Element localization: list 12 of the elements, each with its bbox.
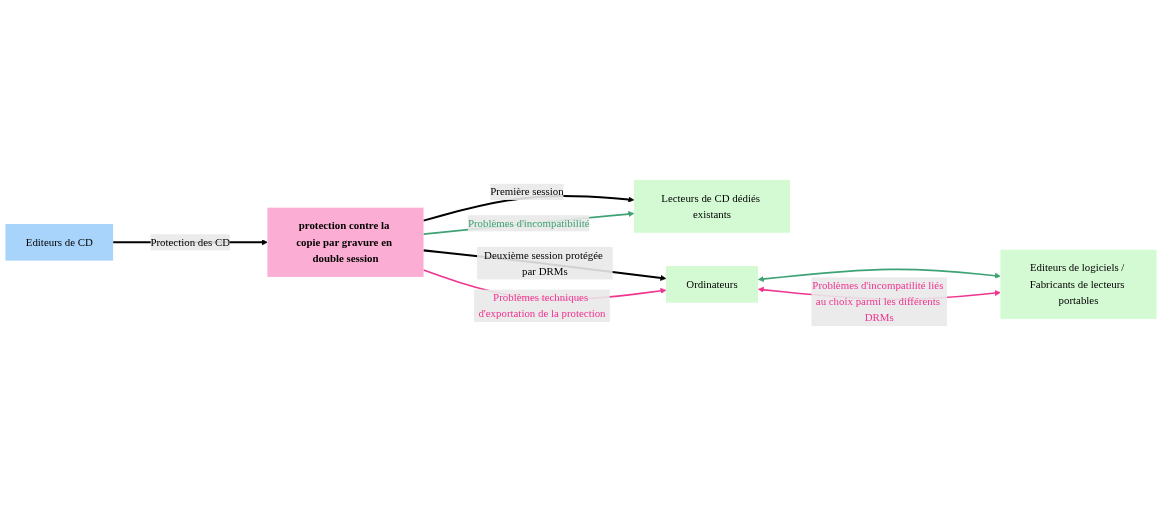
- edge-label: Protection des CD: [150, 236, 231, 248]
- node-box: Editeurs de logiciels / Fabricants de lecteurs portables: [1000, 249, 1157, 319]
- node-box: protection contre la copie par gravure en double session: [267, 207, 424, 277]
- arrow: [758, 268, 1001, 282]
- edge-label: Problèmes techniques d'exportation de la protection: [478, 291, 606, 320]
- edge-label: Problèmes d'incompatilité liés au choix parmi les différents DRMs: [812, 279, 944, 324]
- node-box: Ordinateurs: [666, 266, 758, 303]
- edge-label: Première session: [490, 185, 564, 198]
- node-box: Lecteurs de CD dédiés existants: [633, 179, 791, 233]
- edge-label: Deuxième session protégée par DRMs: [484, 249, 603, 277]
- node-box: Editeurs de CD: [5, 223, 114, 261]
- edge-label: Problèmes d'incompatibilité: [467, 217, 590, 229]
